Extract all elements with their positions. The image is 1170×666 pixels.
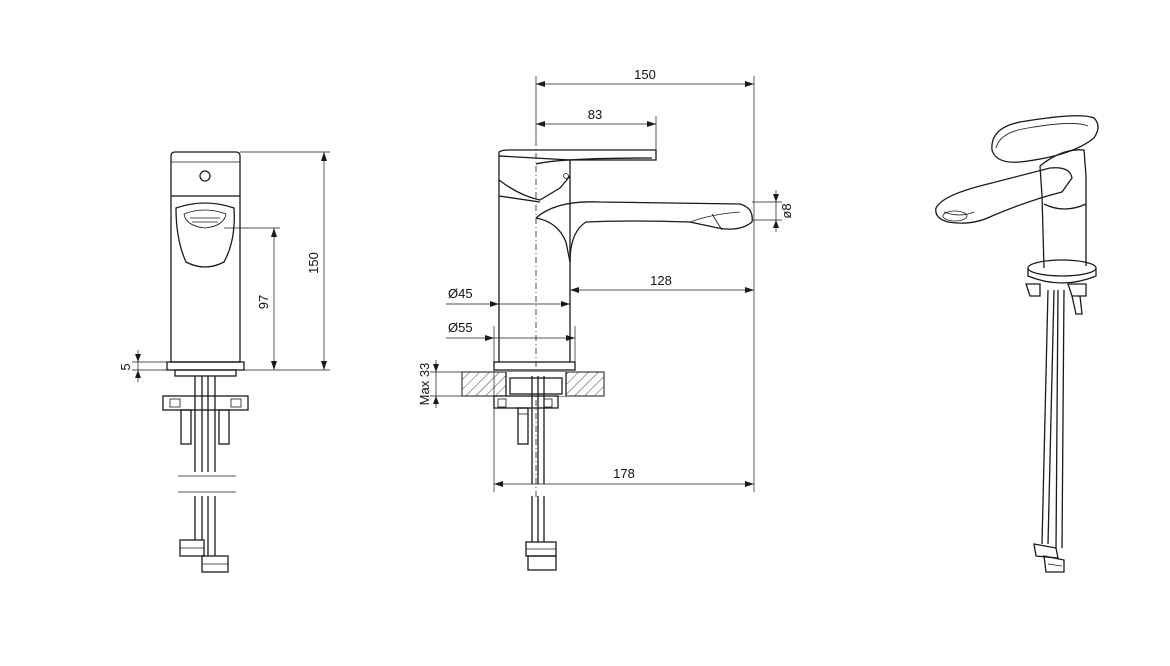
side-spout-reach-label: 128: [650, 273, 672, 288]
perspective-view: [935, 115, 1099, 573]
front-view: [132, 151, 330, 573]
side-body-dia-label: Ø45: [448, 286, 473, 301]
front-base-plate-label: 5: [118, 363, 133, 370]
side-base-dia-label: Ø55: [448, 320, 473, 335]
side-view: [430, 76, 782, 571]
side-total-reach-label: 150: [634, 67, 656, 82]
front-spout-height-label: 97: [256, 295, 271, 309]
side-overall-length-label: 178: [613, 466, 635, 481]
side-handle-length-label: 83: [588, 107, 602, 122]
side-max-counter-label: Max 33: [417, 363, 432, 406]
side-outlet-dia-label: ø8: [779, 203, 794, 218]
front-height-label: 150: [306, 252, 321, 274]
